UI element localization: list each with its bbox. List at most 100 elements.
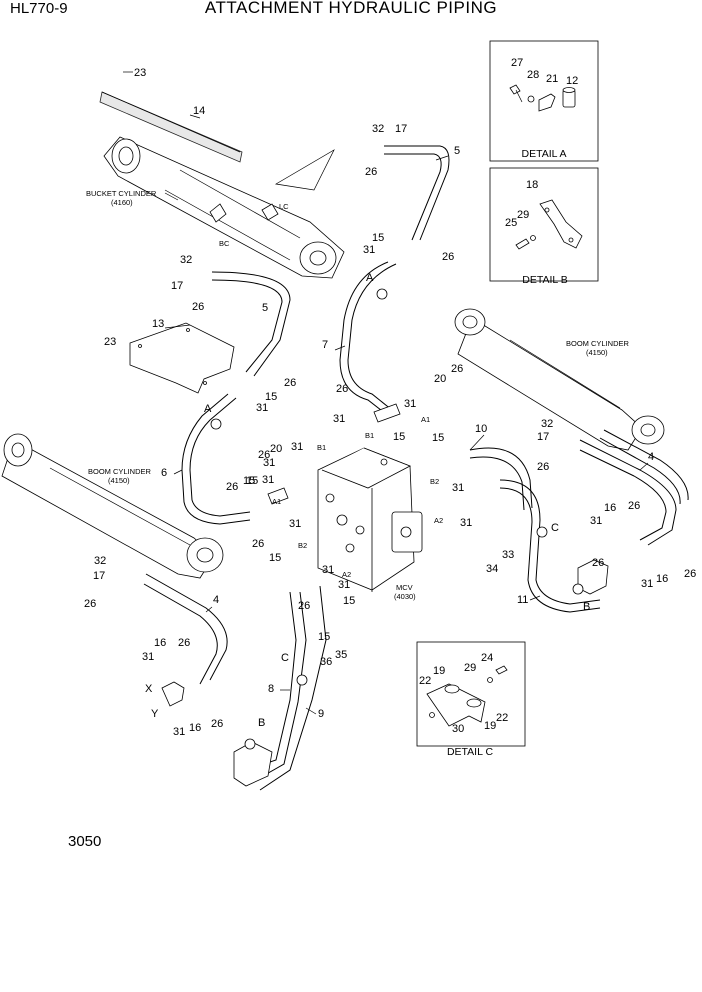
part-callout: 32 xyxy=(180,254,192,266)
part-callout: 17 xyxy=(93,570,105,582)
detail-c-title: DETAIL C xyxy=(447,746,494,758)
part-callout: 26 xyxy=(537,461,549,473)
part-callout: 16 xyxy=(154,637,166,649)
boom-cylinder-right-name: BOOM CYLINDER xyxy=(566,339,630,348)
detail-c-label: 24 xyxy=(481,652,493,664)
view-mark: B xyxy=(258,717,265,729)
detail-b-label: 29 xyxy=(517,209,529,221)
port-mark: A1 xyxy=(421,415,430,424)
part-callout: 31 xyxy=(289,518,301,530)
port-mark: A2 xyxy=(434,516,443,525)
part-callout: 17 xyxy=(537,431,549,443)
boom-cylinder-left-code: (4150) xyxy=(108,476,130,485)
port-mark: X xyxy=(145,683,153,695)
part-callout: 20 xyxy=(434,373,446,385)
detail-c-label: 22 xyxy=(419,675,431,687)
pipe-5-lower xyxy=(211,271,291,377)
part-callout: 33 xyxy=(502,549,514,561)
bucket-cylinder xyxy=(103,136,345,279)
part-callout: 31 xyxy=(262,474,274,486)
part-callout: 26 xyxy=(178,637,190,649)
part-callout: 7 xyxy=(322,339,328,351)
part-callout: 20 xyxy=(270,443,282,455)
page-title: ATTACHMENT HYDRAULIC PIPING xyxy=(204,0,498,17)
bucket-cylinder-cover xyxy=(99,91,243,163)
pipe-4-left xyxy=(143,573,228,685)
part-callout: 9 xyxy=(318,708,324,720)
detail-a-label: 21 xyxy=(546,73,558,85)
part-callout: 31 xyxy=(333,413,345,425)
port-mark: A1 xyxy=(272,497,281,506)
view-mark: A xyxy=(204,403,212,415)
boom-cylinder-right xyxy=(454,308,665,451)
boom-cylinder-left xyxy=(1,433,224,579)
detail-c-label: 29 xyxy=(464,662,476,674)
model-number: HL770-9 xyxy=(10,0,68,17)
part-callout: 16 xyxy=(604,502,616,514)
part-callout: 26 xyxy=(451,363,463,375)
bucket-cylinder-code: (4160) xyxy=(111,198,133,207)
part-callout: 5 xyxy=(262,302,268,314)
port-mark: Y xyxy=(151,708,159,720)
port-mark: B1 xyxy=(317,443,326,452)
view-mark: B xyxy=(583,601,590,613)
part-callout: 26 xyxy=(336,383,348,395)
part-callout: 31 xyxy=(173,726,185,738)
detail-c-label: 22 xyxy=(496,712,508,724)
view-mark: A xyxy=(366,272,374,284)
port-mark: B1 xyxy=(365,431,374,440)
part-callout: 31 xyxy=(404,398,416,410)
cover-plate xyxy=(129,322,235,394)
part-callout: 31 xyxy=(641,578,653,590)
detail-a-parts xyxy=(509,84,576,112)
part-callout: 31 xyxy=(460,517,472,529)
part-callout: 26 xyxy=(628,500,640,512)
port-mark: B2 xyxy=(298,541,307,550)
part-callout: 26 xyxy=(365,166,377,178)
part-callout: 15 xyxy=(393,431,405,443)
part-callout: 26 xyxy=(258,449,270,461)
part-callout: 15 xyxy=(343,595,355,607)
part-callout: 15 xyxy=(432,432,444,444)
pipe-11 xyxy=(499,479,601,613)
part-callout: 16 xyxy=(189,722,201,734)
detail-b-title: DETAIL B xyxy=(522,274,568,286)
part-callout: 31 xyxy=(322,564,334,576)
page-number: 3050 xyxy=(68,833,102,850)
detail-a-reference xyxy=(274,149,335,191)
part-callout: 15 xyxy=(372,232,384,244)
part-callout: 36 xyxy=(320,656,332,668)
port-mark: B2 xyxy=(430,477,439,486)
part-callout: 10 xyxy=(475,423,487,435)
part-callout: 17 xyxy=(395,123,407,135)
part-callout: 31 xyxy=(291,441,303,453)
detail-c-label: 30 xyxy=(452,723,464,735)
part-callout: 5 xyxy=(454,145,460,157)
part-callout: 15 xyxy=(246,475,258,487)
pipe-misc-fittings xyxy=(161,288,609,787)
detail-a-box xyxy=(489,40,599,162)
detail-b-parts xyxy=(515,199,583,250)
part-callout: 26 xyxy=(211,718,223,730)
detail-c-parts xyxy=(426,665,508,727)
part-callout: 26 xyxy=(84,598,96,610)
part-callout: 31 xyxy=(452,482,464,494)
mcv-code: (4030) xyxy=(394,592,416,601)
part-callout: 26 xyxy=(284,377,296,389)
part-callout: 26 xyxy=(226,481,238,493)
part-callout: 26 xyxy=(298,600,310,612)
part-callout: 23 xyxy=(104,336,116,348)
port-mark: LC xyxy=(279,202,289,211)
part-callout: 26 xyxy=(252,538,264,550)
part-callout: 31 xyxy=(142,651,154,663)
part-callout: 31 xyxy=(338,579,350,591)
part-callout: 15 xyxy=(265,391,277,403)
pipe-6 xyxy=(181,393,251,525)
detail-c-box xyxy=(416,641,526,747)
pipe-7 xyxy=(339,261,397,415)
boom-cylinder-left-name: BOOM CYLINDER xyxy=(88,467,152,476)
part-callout: 4 xyxy=(213,594,219,606)
view-mark: C xyxy=(281,652,289,664)
port-mark: A2 xyxy=(342,570,351,579)
